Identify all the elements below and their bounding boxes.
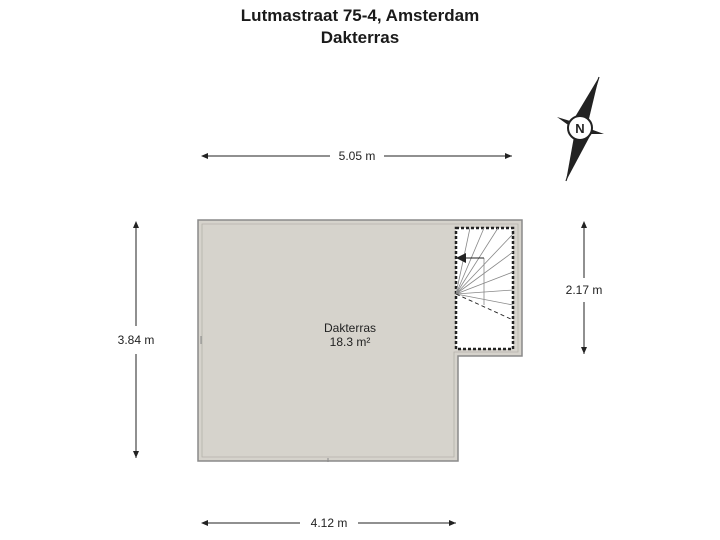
dimension-left-label: 3.84 m [118,333,155,347]
dimension-bottom: 4.12 m [201,516,456,530]
dimension-bottom-label: 4.12 m [311,516,348,530]
dimension-right: 2.17 m [566,221,603,354]
plan-address: Lutmastraat 75-4, Amsterdam [240,6,480,25]
dimension-right-label: 2.17 m [566,283,603,297]
compass-north-label: N [575,121,584,136]
room-name: Dakterras [324,321,376,335]
plan-floor-name: Dakterras [320,28,400,47]
title-block: Lutmastraat 75-4, Amsterdam Dakterras [0,5,720,49]
dimension-top-label: 5.05 m [339,149,376,163]
dimension-left: 3.84 m [118,221,155,458]
stairwell [454,226,515,351]
terrace-floor [197,219,523,462]
compass-icon: N [557,76,604,182]
dimension-top: 5.05 m [201,149,512,163]
room-area: 18.3 m² [330,335,371,349]
